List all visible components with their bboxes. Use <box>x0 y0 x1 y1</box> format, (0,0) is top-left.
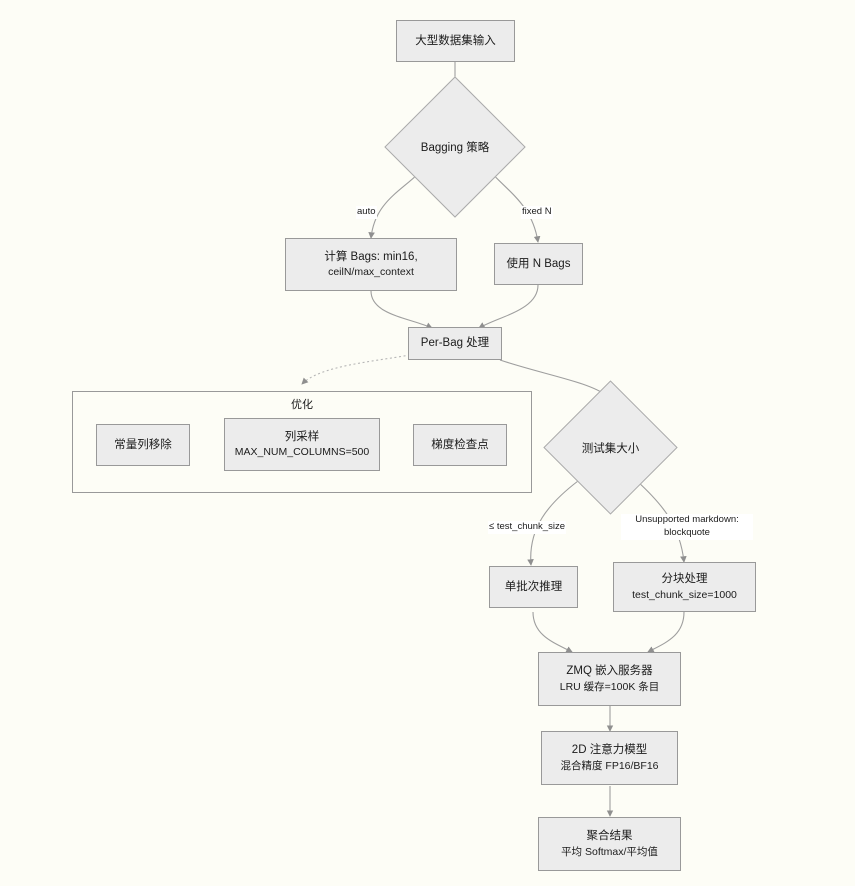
node-single-batch-inference-label: 单批次推理 <box>504 580 563 593</box>
node-chunked-processing-line1: 分块处理 <box>661 573 708 586</box>
node-2d-attention-model-line1: 2D 注意力模型 <box>571 744 648 757</box>
node-use-n-bags-label: 使用 N Bags <box>506 257 571 270</box>
node-per-bag-processing[interactable]: Per-Bag 处理 <box>408 327 502 360</box>
node-column-sampling-line1: 列采样 <box>284 430 320 443</box>
node-zmq-embedding-server-line1: ZMQ 嵌入服务器 <box>566 665 653 678</box>
edge-perbag-optimization <box>301 354 411 385</box>
edge-label-fixed-n: fixed N <box>521 206 553 219</box>
edge-chunked-zmq <box>647 611 685 653</box>
subgraph-optimization-title: 优化 <box>291 399 313 411</box>
node-input[interactable]: 大型数据集输入 <box>396 20 515 62</box>
node-per-bag-processing-label: Per-Bag 处理 <box>420 337 490 350</box>
node-column-sampling-line2: MAX_NUM_COLUMNS=500 <box>234 446 370 459</box>
node-aggregate-results-line1: 聚合结果 <box>586 830 633 843</box>
node-bagging-strategy[interactable]: Bagging 策略 <box>384 76 526 218</box>
node-constant-column-removal[interactable]: 常量列移除 <box>96 424 190 466</box>
node-chunked-processing[interactable]: 分块处理 test_chunk_size=1000 <box>613 562 756 612</box>
node-test-set-size[interactable]: 测试集大小 <box>543 380 678 515</box>
node-test-set-size-label: 测试集大小 <box>581 442 640 455</box>
node-aggregate-results-line2: 平均 Softmax/平均值 <box>561 845 658 858</box>
edge-label-le-test-chunk-size: ≤ test_chunk_size <box>488 521 566 534</box>
edge-label-unsupported-markdown: Unsupported markdown: blockquote <box>621 514 753 540</box>
node-use-n-bags[interactable]: 使用 N Bags <box>494 243 583 285</box>
node-gradient-checkpoint[interactable]: 梯度检查点 <box>413 424 507 466</box>
node-calculate-bags-line2: ceilN/max_context <box>328 266 414 279</box>
node-chunked-processing-line2: test_chunk_size=1000 <box>632 588 737 601</box>
node-aggregate-results[interactable]: 聚合结果 平均 Softmax/平均值 <box>538 817 681 871</box>
node-bagging-strategy-label: Bagging 策略 <box>420 142 490 154</box>
node-single-batch-inference[interactable]: 单批次推理 <box>489 566 578 608</box>
node-zmq-embedding-server[interactable]: ZMQ 嵌入服务器 LRU 缓存=100K 条目 <box>538 652 681 706</box>
edge-usenbags-perbag <box>478 284 539 329</box>
node-constant-column-removal-label: 常量列移除 <box>114 438 172 451</box>
node-input-label: 大型数据集输入 <box>415 34 496 47</box>
node-2d-attention-model-line2: 混合精度 FP16/BF16 <box>560 759 659 772</box>
node-2d-attention-model[interactable]: 2D 注意力模型 混合精度 FP16/BF16 <box>541 731 678 785</box>
node-calculate-bags[interactable]: 计算 Bags: min16, ceilN/max_context <box>285 238 457 291</box>
edge-calcbags-perbag <box>370 290 433 329</box>
node-column-sampling[interactable]: 列采样 MAX_NUM_COLUMNS=500 <box>224 418 380 471</box>
node-calculate-bags-line1: 计算 Bags: min16, <box>324 250 418 263</box>
node-zmq-embedding-server-line2: LRU 缓存=100K 条目 <box>559 680 660 693</box>
node-gradient-checkpoint-label: 梯度检查点 <box>431 438 489 451</box>
edge-singlebatch-zmq <box>532 611 573 653</box>
edge-label-auto: auto <box>356 206 377 219</box>
